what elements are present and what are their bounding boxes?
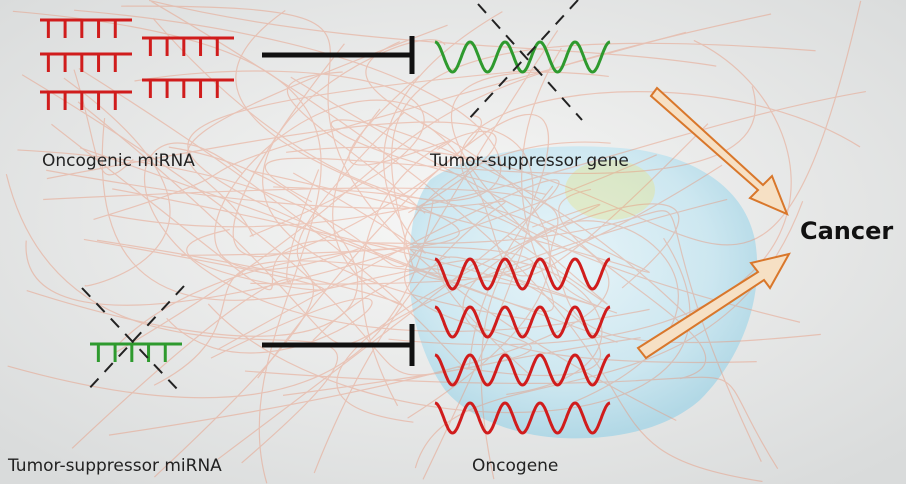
fiber-strand [232, 43, 482, 258]
fiber-strand [153, 260, 520, 386]
fiber-strand [63, 77, 171, 287]
fiber-strand [365, 210, 762, 462]
fiber-strand [51, 123, 451, 291]
fiber-strand [7, 200, 434, 399]
fiber-strand [348, 75, 452, 166]
fiber-strand [109, 90, 866, 228]
fiber-strand [450, 71, 609, 305]
tumor-suppressor-mirna-glyph [90, 342, 182, 362]
oncogene-wave [434, 305, 611, 339]
fiber-strand [330, 119, 688, 317]
cell-nucleus-glow [565, 160, 655, 220]
fiber-strand [134, 70, 425, 237]
cell-body [409, 146, 758, 439]
fiber-strand [26, 146, 359, 337]
fiber-strand [462, 203, 757, 364]
fiber-strand [71, 169, 320, 449]
label-tumor-suppressor-gene: Tumor-suppressor gene [430, 151, 629, 171]
arrow-to-cancer-bottom [636, 252, 791, 360]
fiber-strand [25, 154, 657, 306]
fiber-strand [17, 30, 559, 268]
fiber-strand [166, 297, 373, 359]
fiber-strand [244, 370, 779, 470]
fiber-strand [43, 187, 618, 314]
oncogene-wave [434, 401, 611, 435]
fiber-strand [558, 188, 707, 380]
fiber-strand [282, 249, 532, 396]
fiber-strand [108, 203, 610, 436]
label-oncogenic-mirna: Oncogenic miRNA [42, 151, 195, 171]
blocked-x-top [467, 0, 583, 121]
fiber-strand [186, 24, 448, 237]
label-tumor-suppressor-mirna: Tumor-suppressor miRNA [8, 456, 222, 476]
fiber-strand [46, 169, 506, 474]
fiber-strand [292, 11, 503, 254]
fiber-strand [148, 0, 717, 67]
fiber-strand [96, 108, 404, 306]
oncogene-wave [434, 257, 611, 291]
fiber-strand [181, 9, 460, 257]
tumor-suppressor-gene-wave [434, 40, 611, 74]
fiber-strand [217, 179, 560, 460]
fiber-strand [214, 99, 440, 270]
fiber-strand [250, 76, 650, 273]
oncogenic-mirna-glyphs [40, 18, 234, 110]
fiber-strand [460, 91, 861, 323]
fiber-strand [144, 142, 650, 332]
fiber-strand [5, 173, 338, 464]
fiber-strand [390, 42, 816, 268]
label-oncogene: Oncogene [472, 456, 559, 476]
fiber-strand [403, 141, 723, 281]
fiber-strand [287, 71, 426, 214]
fiber-strand [187, 68, 618, 343]
inhibition-arrow-bottom [262, 324, 415, 366]
fiber-strand [74, 9, 502, 202]
fiber-strand [153, 112, 405, 478]
fiber-strand [21, 74, 641, 376]
fiber-strand [83, 228, 324, 291]
fiber-strand [112, 188, 599, 308]
fiber-strand [93, 31, 687, 221]
fiber-strand [361, 130, 497, 407]
fiber-strand [365, 41, 551, 419]
fiber-strand [264, 86, 756, 203]
fiber-strand [312, 258, 603, 396]
blocked-x-bottom [81, 285, 185, 393]
fiber-strand [79, 47, 562, 313]
fiber-strand [336, 203, 601, 423]
fiber-strand [388, 39, 792, 346]
label-cancer: Cancer [800, 217, 894, 245]
oncogene-waves [434, 257, 611, 435]
arrow-to-cancer-top [649, 86, 789, 216]
fiber-strand [12, 10, 322, 484]
fiber-strand [286, 0, 862, 246]
fiber-strand [101, 118, 445, 301]
fiber-strand [151, 0, 763, 483]
fiber-strand [437, 256, 601, 377]
fiber-strand [257, 113, 550, 379]
fiber-strand [119, 246, 534, 344]
fiber-strand [114, 13, 772, 354]
fiber-strand [420, 121, 709, 277]
oncogene-wave [434, 353, 611, 387]
inhibition-arrow-top [262, 36, 415, 74]
